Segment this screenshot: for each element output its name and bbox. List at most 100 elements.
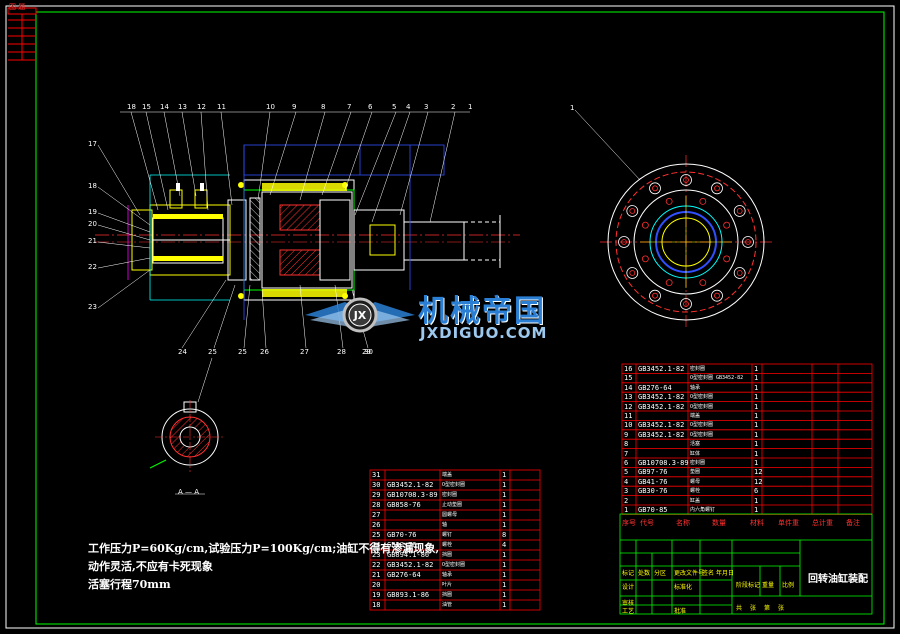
bom-cell-qty: 4 xyxy=(502,541,507,549)
bolt-hole-inner xyxy=(652,292,658,299)
bom-cell-no: 11 xyxy=(624,412,633,420)
title-block-label: 标记 xyxy=(622,570,635,577)
bom-cell-name: O型密封圈 xyxy=(690,403,714,410)
bom-cell-name: O型密封圈 GB3452-82 xyxy=(690,375,744,382)
title-block-label: 张 xyxy=(750,605,757,612)
bolt-hole-inner xyxy=(683,301,689,307)
bolt-hole xyxy=(711,182,723,195)
part-callout: 12 xyxy=(197,103,206,111)
bom-cell-name: 圆螺母 xyxy=(442,512,458,518)
part-callout: 10 xyxy=(266,103,275,111)
part-callout: 26 xyxy=(260,348,269,356)
bom-cell-qty: 1 xyxy=(754,506,759,514)
title-block-label: 审核 xyxy=(622,600,635,607)
bom-header-cell: 序号 xyxy=(622,519,636,527)
bom-cell-qty: 1 xyxy=(754,440,759,449)
drawing-title: 回转油缸装配 xyxy=(808,574,868,585)
bom-cell-name: 轴承 xyxy=(690,384,701,391)
bom-cell-name: 螺栓 xyxy=(690,488,701,495)
bom-cell-no: 24 xyxy=(372,541,381,549)
bom-cell-name: 内六角螺钉 xyxy=(690,507,716,513)
technical-notes: 工作压力P=60Kg/cm,试验压力P=100Kg/cm;油缸不得有渗漏现象, … xyxy=(88,540,439,592)
title-block-label: 重量 xyxy=(762,582,775,589)
bom-cell-qty: 1 xyxy=(502,591,507,599)
part-callout: 21 xyxy=(88,237,97,245)
title-block-label: 年月日 xyxy=(716,570,735,577)
bom-cell-name: O型密封圈 xyxy=(690,431,714,438)
bom-cell-std: GB97-76 xyxy=(638,468,668,477)
bom-cell-std: GB3452.1-82 xyxy=(387,561,434,569)
bom-cell-qty: 1 xyxy=(502,491,507,499)
bom-cell-name: 油管 xyxy=(442,602,453,608)
bom-cell-qty: 12 xyxy=(754,477,763,486)
bom-cell-qty: 12 xyxy=(754,468,763,477)
inner-frame xyxy=(35,11,885,625)
title-block-label: 批准 xyxy=(674,608,687,615)
corner-tag: 图 题 xyxy=(9,3,26,11)
bom-cell-name: 密封圈 xyxy=(442,492,458,498)
bom-cell-no: 8 xyxy=(624,440,629,449)
bom-cell-std: GB30-76 xyxy=(638,487,668,496)
bolt-hole xyxy=(626,205,639,217)
screw-hole xyxy=(665,197,673,205)
bom-header-cell: 总计重 xyxy=(812,519,833,527)
bom-cell-name: 端盖 xyxy=(442,472,453,478)
outer-frame xyxy=(5,5,895,629)
bom-cell-no: 19 xyxy=(372,591,381,599)
title-block-label: 标准化 xyxy=(674,584,693,591)
part-callout: 15 xyxy=(142,103,151,111)
bom-cell-qty: 1 xyxy=(754,365,759,373)
bom-cell-no: 14 xyxy=(624,383,633,392)
bom-cell-no: 20 xyxy=(372,581,381,589)
bom-cell-name: 缸盖 xyxy=(690,497,701,504)
bom-cell-no: 16 xyxy=(624,365,633,373)
bom-cell-no: 22 xyxy=(372,561,381,569)
bolt-hole-inner xyxy=(621,239,627,245)
bom-cell-name: 密封圈 xyxy=(690,460,706,466)
title-block-label: 第 xyxy=(764,605,771,612)
bolt-hole-inner xyxy=(745,239,751,245)
screw-hole xyxy=(723,255,731,263)
part-callout: 17 xyxy=(88,140,97,148)
bom-cell-no: 28 xyxy=(372,501,381,509)
bom-cell-qty: 1 xyxy=(754,449,759,458)
title-block-label: 共 xyxy=(736,605,743,612)
bolt-hole-inner xyxy=(714,185,720,192)
bom-cell-std: GB10708.3-89 xyxy=(387,491,438,499)
bom-cell-no: 5 xyxy=(624,468,629,477)
bom-cell-no: 27 xyxy=(372,511,381,519)
bolt-hole xyxy=(711,289,723,302)
bom-cell-std: GB10708.3-89 xyxy=(638,459,689,467)
bom-cell-std: GB3452.1-82 xyxy=(387,481,434,489)
bom-cell-qty: 1 xyxy=(754,496,759,505)
bom-cell-qty: 1 xyxy=(502,561,507,569)
bom-cell-name: 轴 xyxy=(442,522,448,528)
screw-hole xyxy=(699,279,707,287)
bom-header-cell: 单件重 xyxy=(778,519,799,527)
bom-cell-std: GB3452.1-82 xyxy=(638,421,685,430)
part-callout: 9 xyxy=(292,103,297,111)
bom-cell-name: 垫圈 xyxy=(690,469,701,476)
bom-cell-no: 3 xyxy=(624,487,629,496)
note-line-2: 动作灵活,不应有卡死现象 xyxy=(88,560,213,573)
bom-cell-no: 9 xyxy=(624,430,629,439)
bom-cell-name: 缸体 xyxy=(690,450,701,457)
bolt-hole-inner xyxy=(736,208,743,214)
bom-cell-no: 21 xyxy=(372,571,381,579)
bom-cell-qty: 1 xyxy=(502,481,507,489)
section-callout: 25 xyxy=(208,348,217,356)
bom-header-cell: 代号 xyxy=(640,519,654,527)
bom-cell-no: 26 xyxy=(372,521,381,529)
bom-cell-qty: 1 xyxy=(754,402,759,411)
bom-cell-no: 18 xyxy=(372,601,381,609)
bom-cell-std: GB30-76 xyxy=(387,541,417,549)
bom-cell-qty: 8 xyxy=(502,531,507,539)
part-callout: 2 xyxy=(451,103,456,111)
bom-cell-name: 螺母 xyxy=(690,478,701,485)
bom-cell-no: 30 xyxy=(372,481,381,489)
bolt-hole-inner xyxy=(714,292,720,299)
bom-cell-no: 2 xyxy=(624,496,629,505)
part-callout: 28 xyxy=(337,348,346,356)
bom-table-left-grid xyxy=(369,469,541,611)
watermark-brand: 机械帝国 xyxy=(418,294,546,329)
